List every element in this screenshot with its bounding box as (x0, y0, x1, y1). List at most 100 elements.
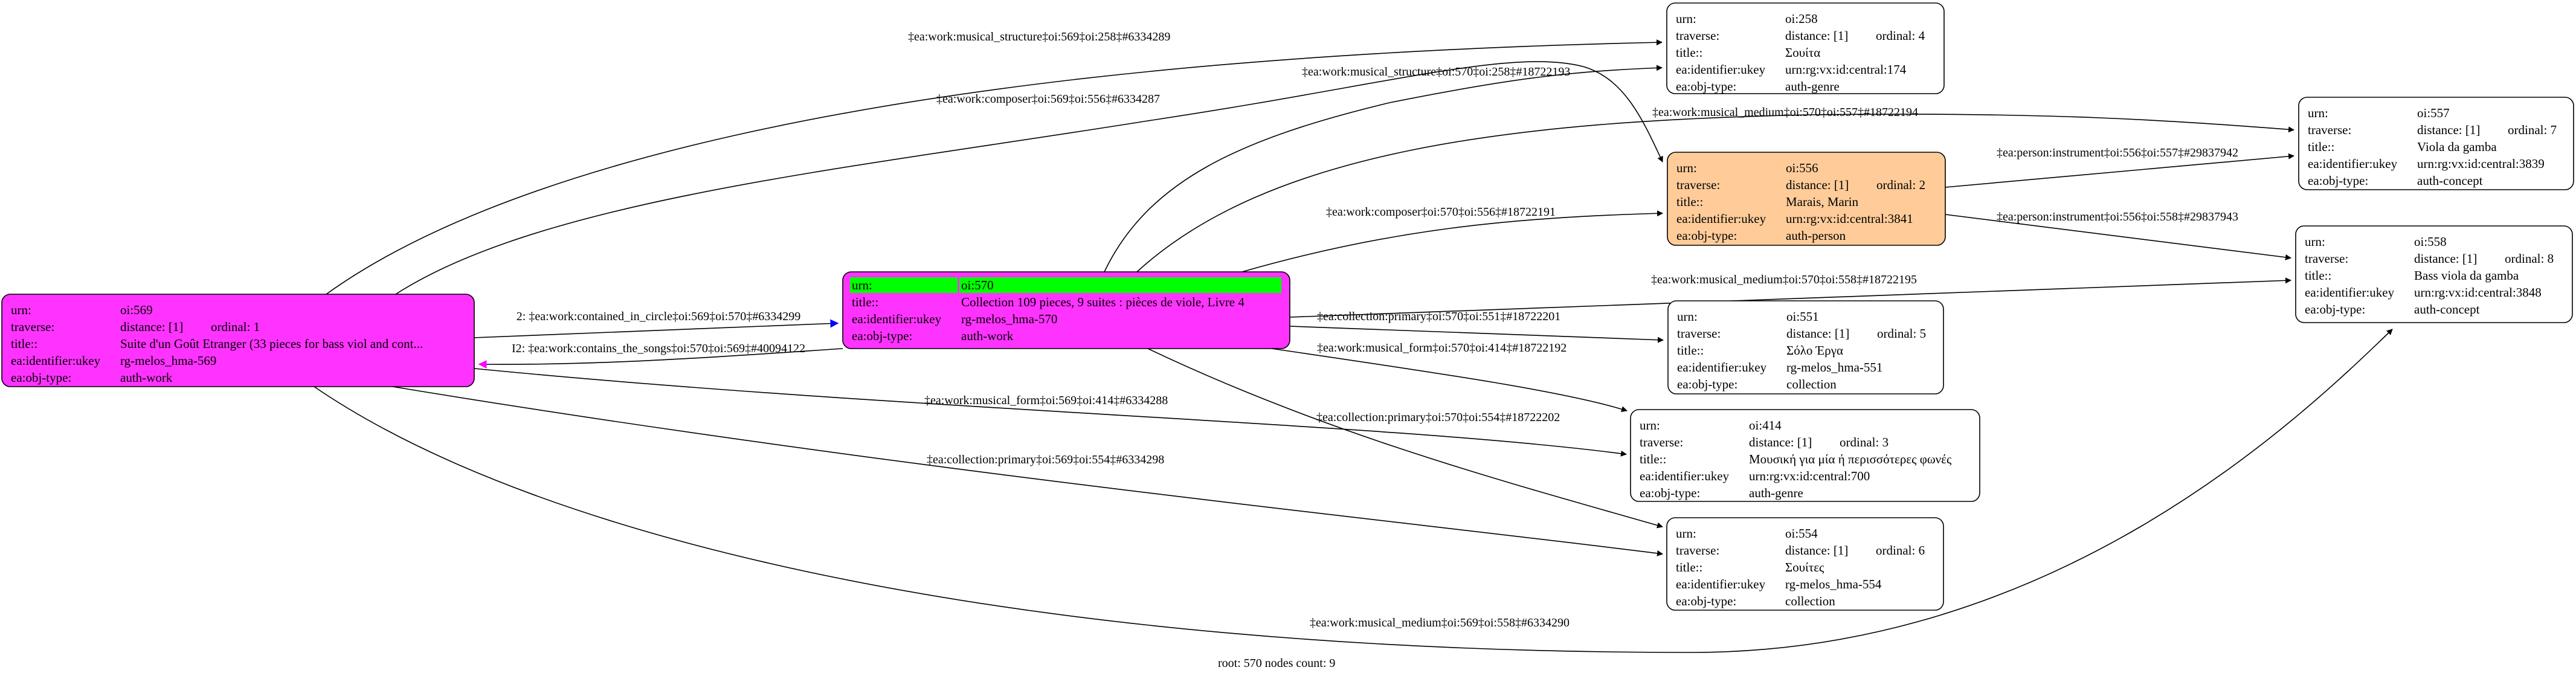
node-field-key: ea:obj-type: (1676, 594, 1736, 608)
node-box[interactable] (1630, 409, 1980, 502)
node-field-value: oi:558 (2414, 234, 2447, 249)
node-field-key: ea:obj-type: (1676, 228, 1737, 243)
node-field-key: title:: (11, 336, 37, 351)
node-box[interactable] (1, 294, 475, 387)
node-box[interactable] (2298, 97, 2574, 190)
edge-label: ‡ea:work:musical_medium‡oi:570‡oi:558‡#1… (1651, 273, 1917, 286)
edge-569-558[interactable]: ‡ea:work:musical_medium‡oi:569‡oi:558‡#6… (314, 329, 2393, 653)
edge-line[interactable] (314, 329, 2393, 653)
node-field-key: ea:identifier:ukey (1676, 577, 1766, 591)
node-field-key: title:: (852, 295, 878, 309)
node-field-key: traverse: (1677, 326, 1721, 341)
edge-line[interactable] (1271, 348, 1628, 412)
node-field-key: title:: (1676, 560, 1702, 575)
node-field-value: Collection 109 pieces, 9 suites : pièces… (961, 295, 1245, 309)
edge-line[interactable] (326, 39, 1663, 295)
node-field-value: rg-melos_hma-570 (961, 312, 1057, 326)
edge-569-258[interactable]: ‡ea:work:musical_structure‡oi:569‡oi:258… (326, 30, 1663, 295)
edge-570-558[interactable]: ‡ea:work:musical_medium‡oi:570‡oi:558‡#1… (1289, 273, 2291, 318)
edge-line[interactable] (1289, 277, 2291, 318)
node-field-key: urn: (1640, 418, 1660, 433)
edges-layer: ‡ea:work:musical_structure‡oi:569‡oi:258… (314, 30, 2393, 653)
edge-label: ‡ea:work:composer‡oi:569‡oi:556‡#6334287 (936, 92, 1160, 106)
node-field-key: title:: (2308, 140, 2334, 154)
edge-line[interactable] (392, 386, 1663, 556)
node-field-value: auth-work (961, 329, 1014, 343)
edge-line[interactable] (1241, 210, 1663, 272)
node-field-value: rg-melos_hma-554 (1785, 577, 1882, 591)
node-box[interactable] (1667, 300, 1944, 394)
edge-label: ‡ea:collection:primary‡oi:569‡oi:554‡#63… (927, 453, 1164, 466)
node-field-ordinal: ordinal: 2 (1876, 178, 1925, 192)
node-field-key: ea:obj-type: (1677, 377, 1737, 391)
node-box[interactable] (1666, 2, 1945, 94)
edge-569-570[interactable]: 2: ‡ea:work:contained_in_circle‡oi:569‡o… (474, 310, 839, 338)
edge-line[interactable] (1945, 153, 2294, 188)
node-field-key: traverse: (2305, 251, 2348, 266)
node-field-value: Marais, Marin (1786, 195, 1859, 209)
node-field-value: auth-work (120, 370, 173, 385)
node-box[interactable] (1666, 517, 1944, 611)
edge-label: ‡ea:work:composer‡oi:570‡oi:556‡#1872219… (1326, 205, 1556, 219)
node-field-value: distance: [1] (2417, 123, 2480, 137)
node-field-value: distance: [1] (1785, 28, 1848, 43)
node-field-value: distance: [1] (1785, 543, 1848, 558)
node-field-value: urn:rg:vx:id:central:174 (1785, 62, 1907, 77)
edge-line[interactable] (1104, 65, 1663, 272)
node-field-value: oi:556 (1786, 161, 1818, 175)
node-field-key: ea:obj-type: (852, 329, 912, 343)
edge-570-556[interactable]: ‡ea:work:composer‡oi:570‡oi:556‡#1872219… (1241, 205, 1663, 272)
node-field-key: ea:obj-type: (2308, 173, 2368, 188)
node-field-value: auth-person (1786, 228, 1846, 243)
edge-570-414[interactable]: ‡ea:work:musical_form‡oi:570‡oi:414‡#187… (1271, 341, 1628, 412)
edge-line[interactable] (474, 319, 839, 338)
edge-line[interactable] (1945, 214, 2291, 260)
edge-line[interactable] (1289, 326, 1664, 343)
node-field-key: urn: (2305, 234, 2325, 249)
edge-570-569[interactable]: I2: ‡ea:work:contains_the_songs‡oi:570‡o… (478, 342, 843, 369)
node-field-value: oi:258 (1785, 11, 1818, 26)
node-field-ordinal: ordinal: 3 (1840, 435, 1889, 449)
edge-label: ‡ea:person:instrument‡oi:556‡oi:557‡#298… (1997, 146, 2238, 159)
node-field-value: Σουίτα (1785, 45, 1820, 60)
node-field-value: Viola da gamba (2417, 140, 2497, 154)
edge-570-557[interactable]: ‡ea:work:musical_medium‡oi:570‡oi:557‡#1… (1136, 106, 2294, 272)
edge-569-556[interactable]: ‡ea:work:composer‡oi:569‡oi:556‡#6334287 (395, 61, 1663, 295)
node-field-key: traverse: (11, 320, 54, 334)
edge-line[interactable] (1136, 114, 2294, 272)
edge-556-558[interactable]: ‡ea:person:instrument‡oi:556‡oi:558‡#298… (1945, 210, 2291, 260)
node-box[interactable] (2295, 225, 2573, 323)
root-highlight-key (850, 277, 958, 293)
node-field-value: distance: [1] (1786, 326, 1849, 341)
node-field-value: distance: [1] (1786, 178, 1849, 192)
node-field-value: rg-melos_hma-569 (120, 353, 216, 368)
edge-570-551[interactable]: ‡ea:collection:primary‡oi:570‡oi:551‡#18… (1289, 310, 1664, 343)
node-field-key: title:: (1677, 343, 1704, 358)
edge-556-557[interactable]: ‡ea:person:instrument‡oi:556‡oi:557‡#298… (1945, 146, 2294, 188)
edge-line[interactable] (1147, 348, 1663, 529)
node-field-key: urn: (11, 303, 31, 317)
edge-label: ‡ea:work:musical_medium‡oi:570‡oi:557‡#1… (1652, 106, 1918, 119)
node-field-value: urn:rg:vx:id:central:3841 (1786, 211, 1913, 226)
node-field-key: urn: (1676, 161, 1697, 175)
edge-label: ‡ea:collection:primary‡oi:570‡oi:554‡#18… (1316, 411, 1560, 424)
edge-line[interactable] (474, 368, 1627, 457)
edge-label: ‡ea:person:instrument‡oi:556‡oi:558‡#298… (1997, 210, 2238, 224)
edge-line[interactable] (478, 348, 843, 369)
node-box[interactable] (1667, 152, 1946, 246)
edge-569-414[interactable]: ‡ea:work:musical_form‡oi:569‡oi:414‡#633… (474, 368, 1627, 457)
edge-570-554[interactable]: ‡ea:collection:primary‡oi:570‡oi:554‡#18… (1147, 348, 1663, 529)
edge-570-258[interactable]: ‡ea:work:musical_structure‡oi:570‡oi:258… (1104, 65, 1663, 272)
edge-569-554[interactable]: ‡ea:collection:primary‡oi:569‡oi:554‡#63… (392, 386, 1663, 556)
node-field-key: ea:obj-type: (11, 370, 71, 385)
